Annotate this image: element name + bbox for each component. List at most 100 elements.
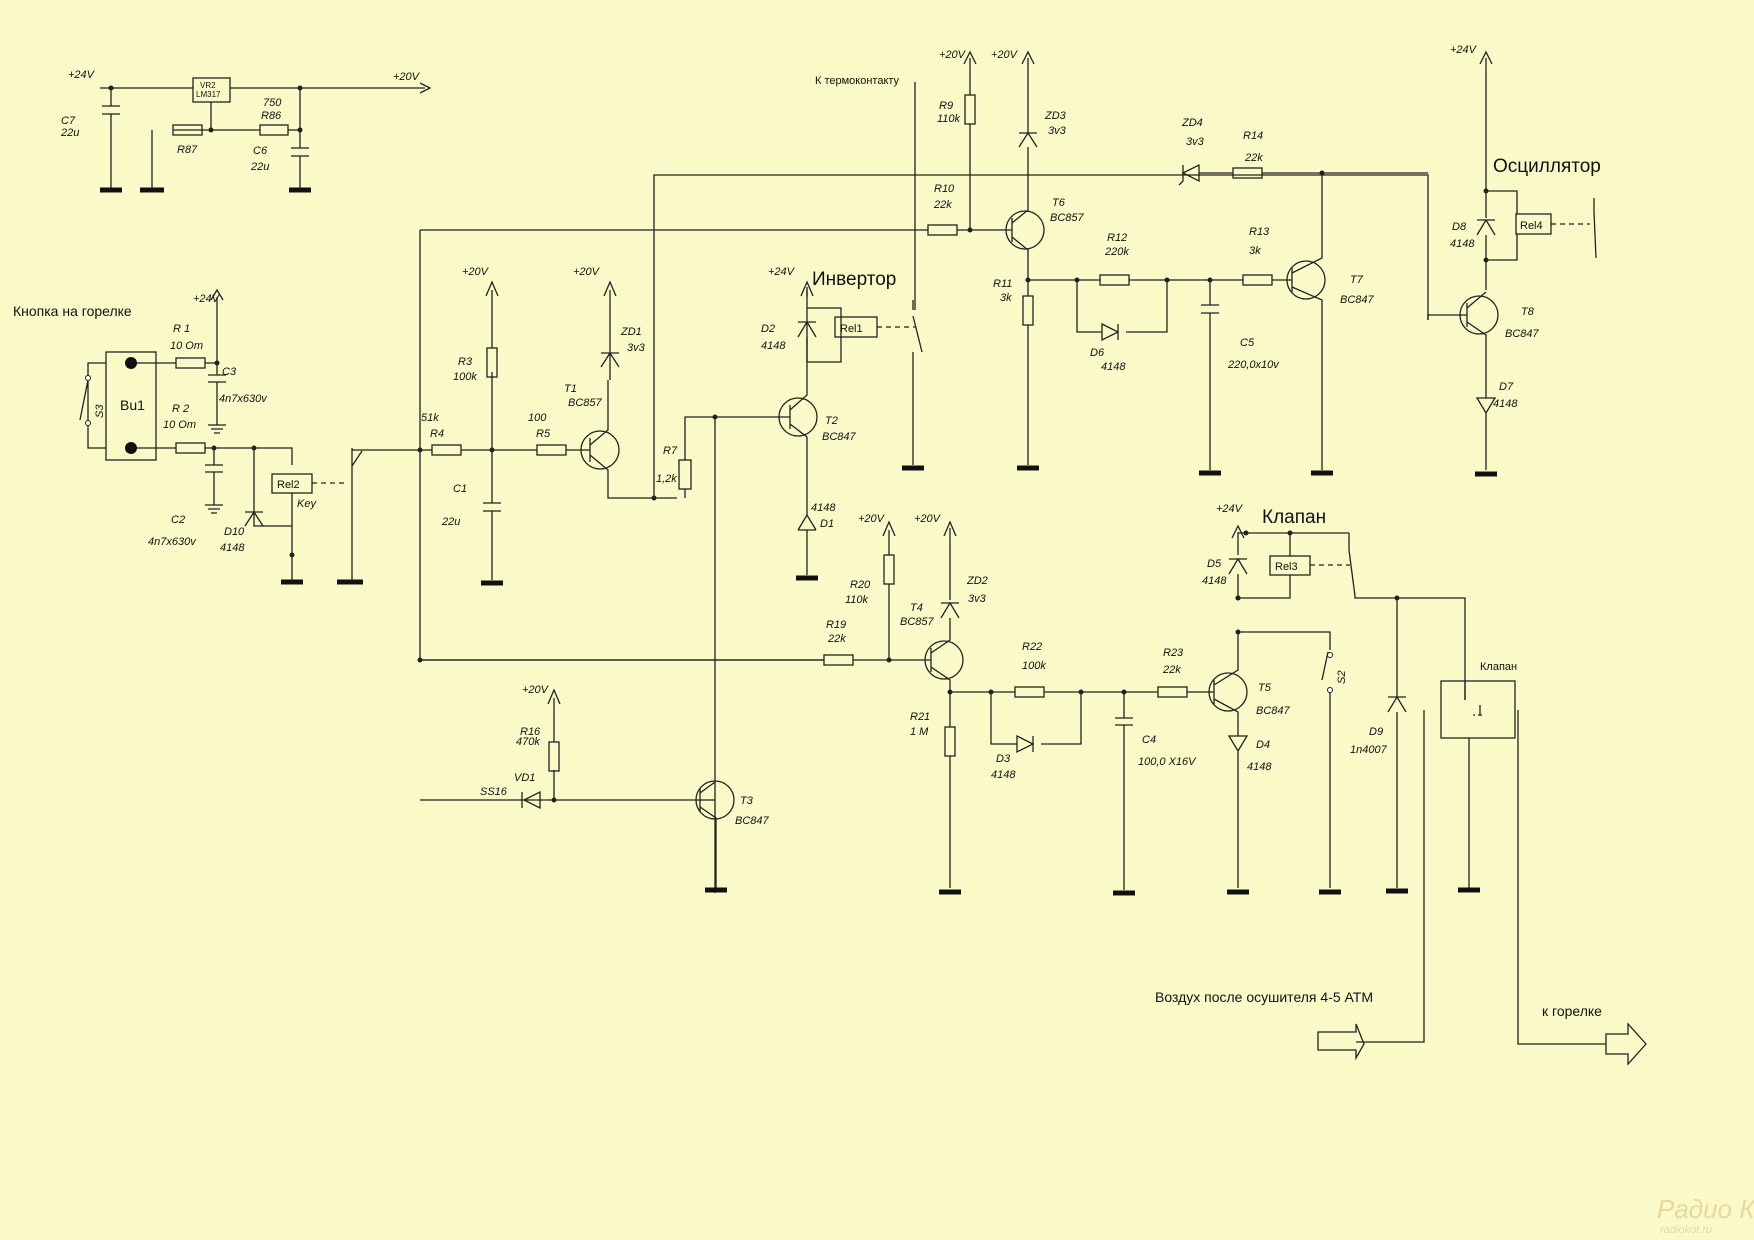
r21-resistor xyxy=(944,726,956,757)
d1-label: D1 xyxy=(820,518,834,530)
r7-resistor xyxy=(678,459,692,490)
r11-resistor xyxy=(1022,295,1034,326)
t6-label: T6 xyxy=(1052,197,1066,209)
valve-coil-block xyxy=(1440,680,1516,739)
rail-24v-label: +24V xyxy=(68,69,96,81)
t1-type: BC857 xyxy=(568,397,603,409)
t5-type: BC847 xyxy=(1256,705,1291,717)
r13-resistor xyxy=(1242,274,1273,286)
r7-value: 1,2k xyxy=(656,473,677,485)
oscillator-block: Осциллятор +24V Rel4 D8 4148 T8 BC847 D7… xyxy=(1427,44,1601,477)
c3-value: 4n7x630v xyxy=(219,393,268,405)
t5-label: T5 xyxy=(1258,682,1272,694)
zd2-value: 3v3 xyxy=(968,593,987,605)
s2-label: S2 xyxy=(1336,671,1348,684)
r14-label: R14 xyxy=(1243,130,1263,142)
air-inlet-arrow xyxy=(1317,1023,1365,1061)
t7-label: T7 xyxy=(1350,274,1364,286)
r14-resistor xyxy=(1232,167,1263,179)
r22-resistor xyxy=(1014,686,1045,698)
d6-value: 4148 xyxy=(1101,361,1126,373)
d8-value: 4148 xyxy=(1450,238,1475,250)
to-burner-label: к горелке xyxy=(1542,1003,1602,1019)
inverter-title: Инвертор xyxy=(812,269,896,290)
r23-resistor xyxy=(1157,686,1188,698)
d6-label: D6 xyxy=(1090,347,1105,359)
r9-resistor xyxy=(964,94,976,125)
r11-label: R11 xyxy=(993,278,1012,290)
d2-value: 4148 xyxy=(761,340,786,352)
d3-label: D3 xyxy=(996,753,1011,765)
c6-label: C6 xyxy=(253,145,268,157)
c6-value: 22u xyxy=(250,161,269,173)
rel2-label: Rel2 xyxy=(277,479,300,491)
r9-rail-label: +20V xyxy=(939,49,967,61)
zd2-label: ZD2 xyxy=(966,575,988,587)
r2-resistor xyxy=(175,442,206,454)
zd3-value: 3v3 xyxy=(1048,125,1067,137)
r22-label: R22 xyxy=(1022,641,1042,653)
r2-label: R 2 xyxy=(172,403,189,415)
to-burner-arrow xyxy=(1605,1022,1647,1066)
r12-resistor xyxy=(1099,274,1130,286)
r3-label: R3 xyxy=(458,356,473,368)
d7-label: D7 xyxy=(1499,381,1514,393)
d5-value: 4148 xyxy=(1202,575,1227,587)
r23-value: 22k xyxy=(1162,664,1181,676)
r3-rail-label: +20V xyxy=(462,266,490,278)
r12-label: R12 xyxy=(1107,232,1127,244)
r5-label: R5 xyxy=(536,428,551,440)
r20-label: R20 xyxy=(850,579,871,591)
s3-label: S3 xyxy=(94,404,106,418)
c3-label: C3 xyxy=(222,366,237,378)
r10-label: R10 xyxy=(934,183,955,195)
valve-block: +24V Клапан Rel3 Клапан Воздух после осу… xyxy=(1155,503,1647,1066)
d2-rail-label: +24V xyxy=(768,266,796,278)
t8-label: T8 xyxy=(1521,306,1535,318)
c5-label: C5 xyxy=(1240,337,1255,349)
t1-label: T1 xyxy=(564,383,577,395)
r16-rail-label: +20V xyxy=(522,684,550,696)
valve-rail-label: +24V xyxy=(1216,503,1244,515)
r19-value: 22k xyxy=(827,633,846,645)
r1-value: 10 Om xyxy=(170,340,203,352)
r20-rail-label: +20V xyxy=(858,513,886,525)
d9-label: D9 xyxy=(1369,726,1383,738)
t3-type: BC847 xyxy=(735,815,770,827)
zd1-value: 3v3 xyxy=(627,342,646,354)
rel4-label: Rel4 xyxy=(1520,220,1543,232)
d10-label: D10 xyxy=(224,526,245,538)
r19-resistor xyxy=(823,654,854,666)
r20-value: 110k xyxy=(845,594,869,606)
t7-type: BC847 xyxy=(1340,294,1375,306)
t3-label: T3 xyxy=(740,795,754,807)
d4-label: D4 xyxy=(1256,739,1270,751)
d8-label: D8 xyxy=(1452,221,1467,233)
r9-value: 110k xyxy=(937,113,961,125)
t6-type: BC857 xyxy=(1050,212,1085,224)
r21-label: R21 xyxy=(910,711,930,723)
r2-value: 10 Om xyxy=(163,419,196,431)
r7-label: R7 xyxy=(663,445,678,457)
t4-rail-label: +20V xyxy=(914,513,942,525)
c1-value: 22u xyxy=(441,516,460,528)
zd1-label: ZD1 xyxy=(620,326,642,338)
valve-block-label: Клапан xyxy=(1480,661,1517,673)
r13-value: 3k xyxy=(1249,245,1261,257)
vr2-label: VR2 xyxy=(200,81,216,90)
r4-label: R4 xyxy=(430,428,444,440)
r16-value: 470k xyxy=(516,736,540,748)
vd1-value: SS16 xyxy=(480,786,508,798)
r16-resistor xyxy=(548,741,560,772)
r5-value: 100 xyxy=(528,412,547,424)
d1-value: 4148 xyxy=(811,502,836,514)
key-label: Key xyxy=(297,498,317,510)
c2-value: 4n7x630v xyxy=(148,536,197,548)
t8-type: BC847 xyxy=(1505,328,1540,340)
r86-label: R86 xyxy=(261,110,282,122)
c5-value: 220,0x10v xyxy=(1227,359,1280,371)
r13-label: R13 xyxy=(1249,226,1270,238)
r11-value: 3k xyxy=(1000,292,1012,304)
timer-block: +20V +20V R9 110k ZD3 3v3 R10 22k T6 BC8… xyxy=(933,49,1428,476)
